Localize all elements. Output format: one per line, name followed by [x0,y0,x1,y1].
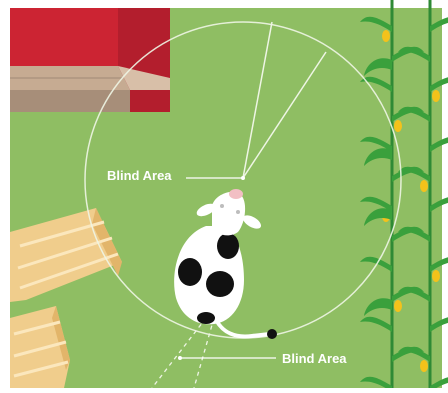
corn-cob [432,90,440,102]
blind-area-bottom-dot [178,356,182,360]
corn-cob [394,120,402,132]
corn-cob [382,30,390,42]
blind-area-label-bottom: Blind Area [282,351,347,366]
corn-cob [394,300,402,312]
blind-area-top-dot [241,176,245,180]
corn-cob [420,180,428,192]
barn-icon [10,8,170,112]
blind-area-label-top: Blind Area [107,168,172,183]
corn-cob [420,360,428,372]
corn-cob [432,270,440,282]
